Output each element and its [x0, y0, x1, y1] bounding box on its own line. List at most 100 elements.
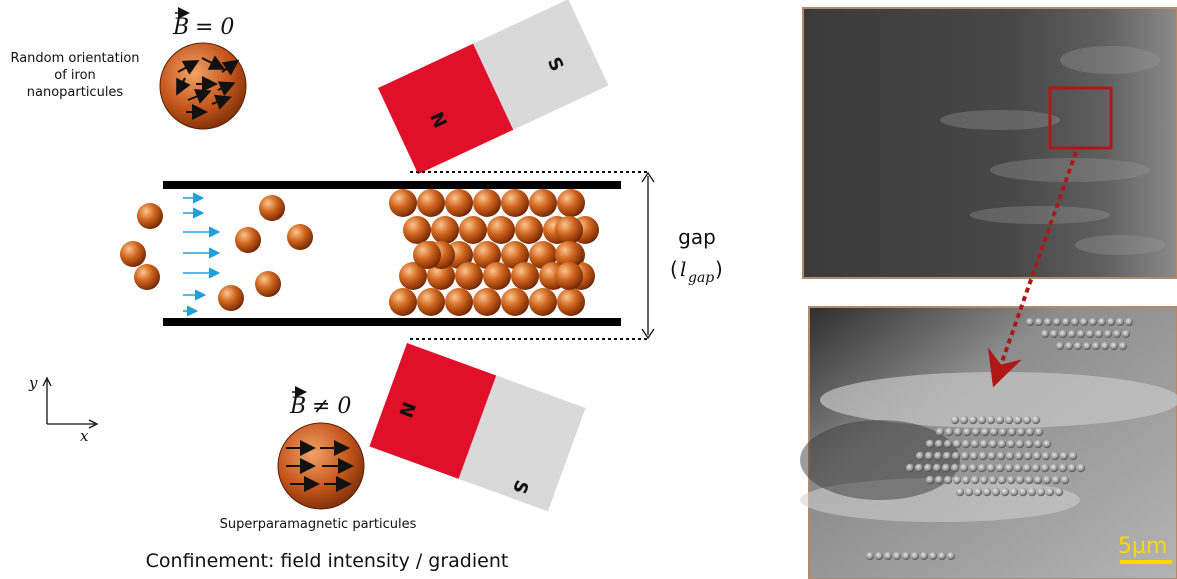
packed-particle [501, 241, 529, 269]
field-symbol: B [289, 394, 306, 419]
bead [1042, 475, 1052, 485]
bead [977, 415, 987, 425]
bead [893, 552, 901, 560]
bead [1005, 451, 1015, 461]
bead [1034, 427, 1044, 437]
bead [920, 552, 928, 560]
bead [1035, 318, 1043, 326]
packed-particle [515, 216, 543, 244]
microscopy-image-top [802, 7, 1177, 279]
bead [923, 463, 933, 473]
bead [915, 451, 925, 461]
bead [1013, 463, 1023, 473]
field-relation: ≠ 0 [312, 394, 351, 419]
bead [1006, 439, 1016, 449]
bead [1014, 451, 1024, 461]
magnet-top-south [473, 0, 609, 130]
bead [962, 427, 972, 437]
bead [1026, 318, 1034, 326]
svg-text:): ) [715, 257, 723, 281]
bead [875, 552, 883, 560]
bead [941, 463, 951, 473]
packed-particle [399, 262, 427, 290]
bead [1067, 463, 1077, 473]
loose-particle [287, 224, 313, 250]
bead [1092, 342, 1100, 350]
bead [997, 439, 1007, 449]
bead [947, 552, 955, 560]
bead [952, 439, 962, 449]
svg-text:nanoparticules: nanoparticules [27, 85, 124, 100]
bead [968, 415, 978, 425]
bead [960, 451, 970, 461]
bead [1101, 342, 1109, 350]
bead [924, 451, 934, 461]
bead [1071, 318, 1079, 326]
bead [925, 439, 935, 449]
bead [1049, 463, 1059, 473]
bead [1004, 463, 1014, 473]
aligned-moment-arrows [286, 440, 354, 492]
magnet-bottom: N S [369, 343, 586, 512]
zoom-arrow [988, 151, 1078, 388]
flow-arrows [183, 192, 221, 317]
superparamagnetic-label: Superparamagnetic particules [220, 517, 417, 532]
packed-particle [389, 288, 417, 316]
packed-particle [403, 216, 431, 244]
bead [866, 552, 874, 560]
bead [979, 475, 989, 485]
bead [1018, 487, 1028, 497]
bead [982, 487, 992, 497]
bead [1027, 487, 1037, 497]
bead [998, 427, 1008, 437]
bead [1113, 330, 1121, 338]
bead [1031, 415, 1041, 425]
packed-particle [557, 189, 585, 217]
bead [1015, 439, 1025, 449]
field-nonzero-label: B ≠ 0 [289, 386, 351, 419]
bead [1068, 451, 1078, 461]
bead [933, 451, 943, 461]
packed-particle [487, 216, 515, 244]
bead [929, 552, 937, 560]
loose-particle [120, 241, 146, 267]
bead [964, 487, 974, 497]
bead [971, 427, 981, 437]
bead [1022, 415, 1032, 425]
bead [1107, 318, 1115, 326]
bead [1050, 451, 1060, 461]
bead [977, 463, 987, 473]
magnet-bottom-n-label: N [394, 399, 419, 420]
svg-text:(: ( [670, 257, 678, 281]
bead [1077, 330, 1085, 338]
bead [942, 451, 952, 461]
svg-text:of iron: of iron [54, 68, 96, 83]
bead [934, 439, 944, 449]
confinement-caption: Confinement: field intensity / gradient [146, 550, 509, 572]
bead [914, 463, 924, 473]
loose-particle [137, 203, 163, 229]
bead [1036, 487, 1046, 497]
loose-particle [255, 271, 281, 297]
bead [1023, 451, 1033, 461]
packed-particle [511, 262, 539, 290]
bead [1042, 439, 1052, 449]
bead [950, 415, 960, 425]
packed-particle [389, 189, 417, 217]
bead [996, 451, 1006, 461]
packed-particle [417, 288, 445, 316]
bead [925, 475, 935, 485]
packed-particle [555, 241, 583, 269]
bead [978, 451, 988, 461]
packed-particle [455, 262, 483, 290]
bead [995, 463, 1005, 473]
bead [1062, 318, 1070, 326]
bead [1051, 475, 1061, 485]
packed-particle [555, 216, 583, 244]
channel-top-wall [163, 181, 621, 189]
gap-symbol-var: l [680, 257, 686, 281]
bead [1083, 342, 1091, 350]
packed-particle [483, 262, 511, 290]
packed-particle [427, 262, 455, 290]
bead [973, 487, 983, 497]
